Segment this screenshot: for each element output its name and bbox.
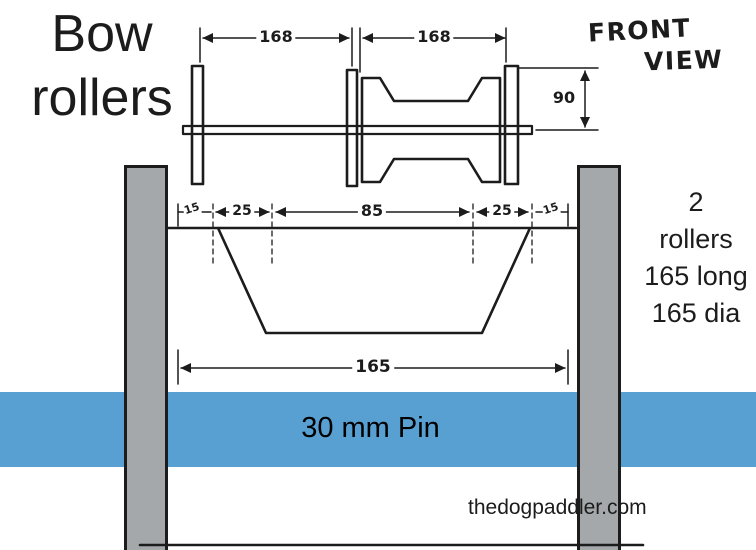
right-post — [577, 165, 621, 550]
dim-168-right: 168 — [414, 27, 454, 47]
dim-15-right: 15 — [540, 199, 562, 219]
dim-168-left: 168 — [256, 27, 296, 47]
dim-90: 90 — [549, 88, 579, 108]
pin-axle-lines — [181, 124, 534, 136]
front-view-label-line2: VIEW — [643, 44, 724, 77]
page-title-line2: rollers — [31, 69, 173, 127]
roller-count: 2 — [688, 187, 704, 217]
roller-length: 165 long — [644, 261, 748, 291]
front-view-label-line1: FRONT — [587, 13, 692, 48]
dim-15-left: 15 — [181, 199, 203, 219]
roller-spool — [360, 76, 502, 184]
pin-label: 30 mm Pin — [301, 412, 440, 444]
left-post — [124, 165, 168, 550]
dim-85: 85 — [357, 201, 387, 221]
page-title-line1: Bow — [51, 5, 153, 63]
website-text: thedogpaddler.com — [468, 496, 647, 519]
roller-spec-note: 2 rollers 165 long 165 dia — [636, 184, 756, 332]
front-view-drawing — [181, 27, 599, 188]
dim-25-right: 25 — [489, 203, 515, 220]
page-title: Bow rollers — [12, 2, 192, 130]
washer-right — [503, 64, 520, 186]
roller-flange-middle — [345, 68, 359, 188]
roller-diameter: 165 dia — [651, 298, 741, 328]
dim-25-left: 25 — [229, 203, 255, 220]
washer-left — [190, 64, 205, 186]
roller-profile-outline — [166, 226, 578, 335]
roller-word: rollers — [659, 224, 733, 254]
dim-165: 165 — [352, 357, 394, 378]
